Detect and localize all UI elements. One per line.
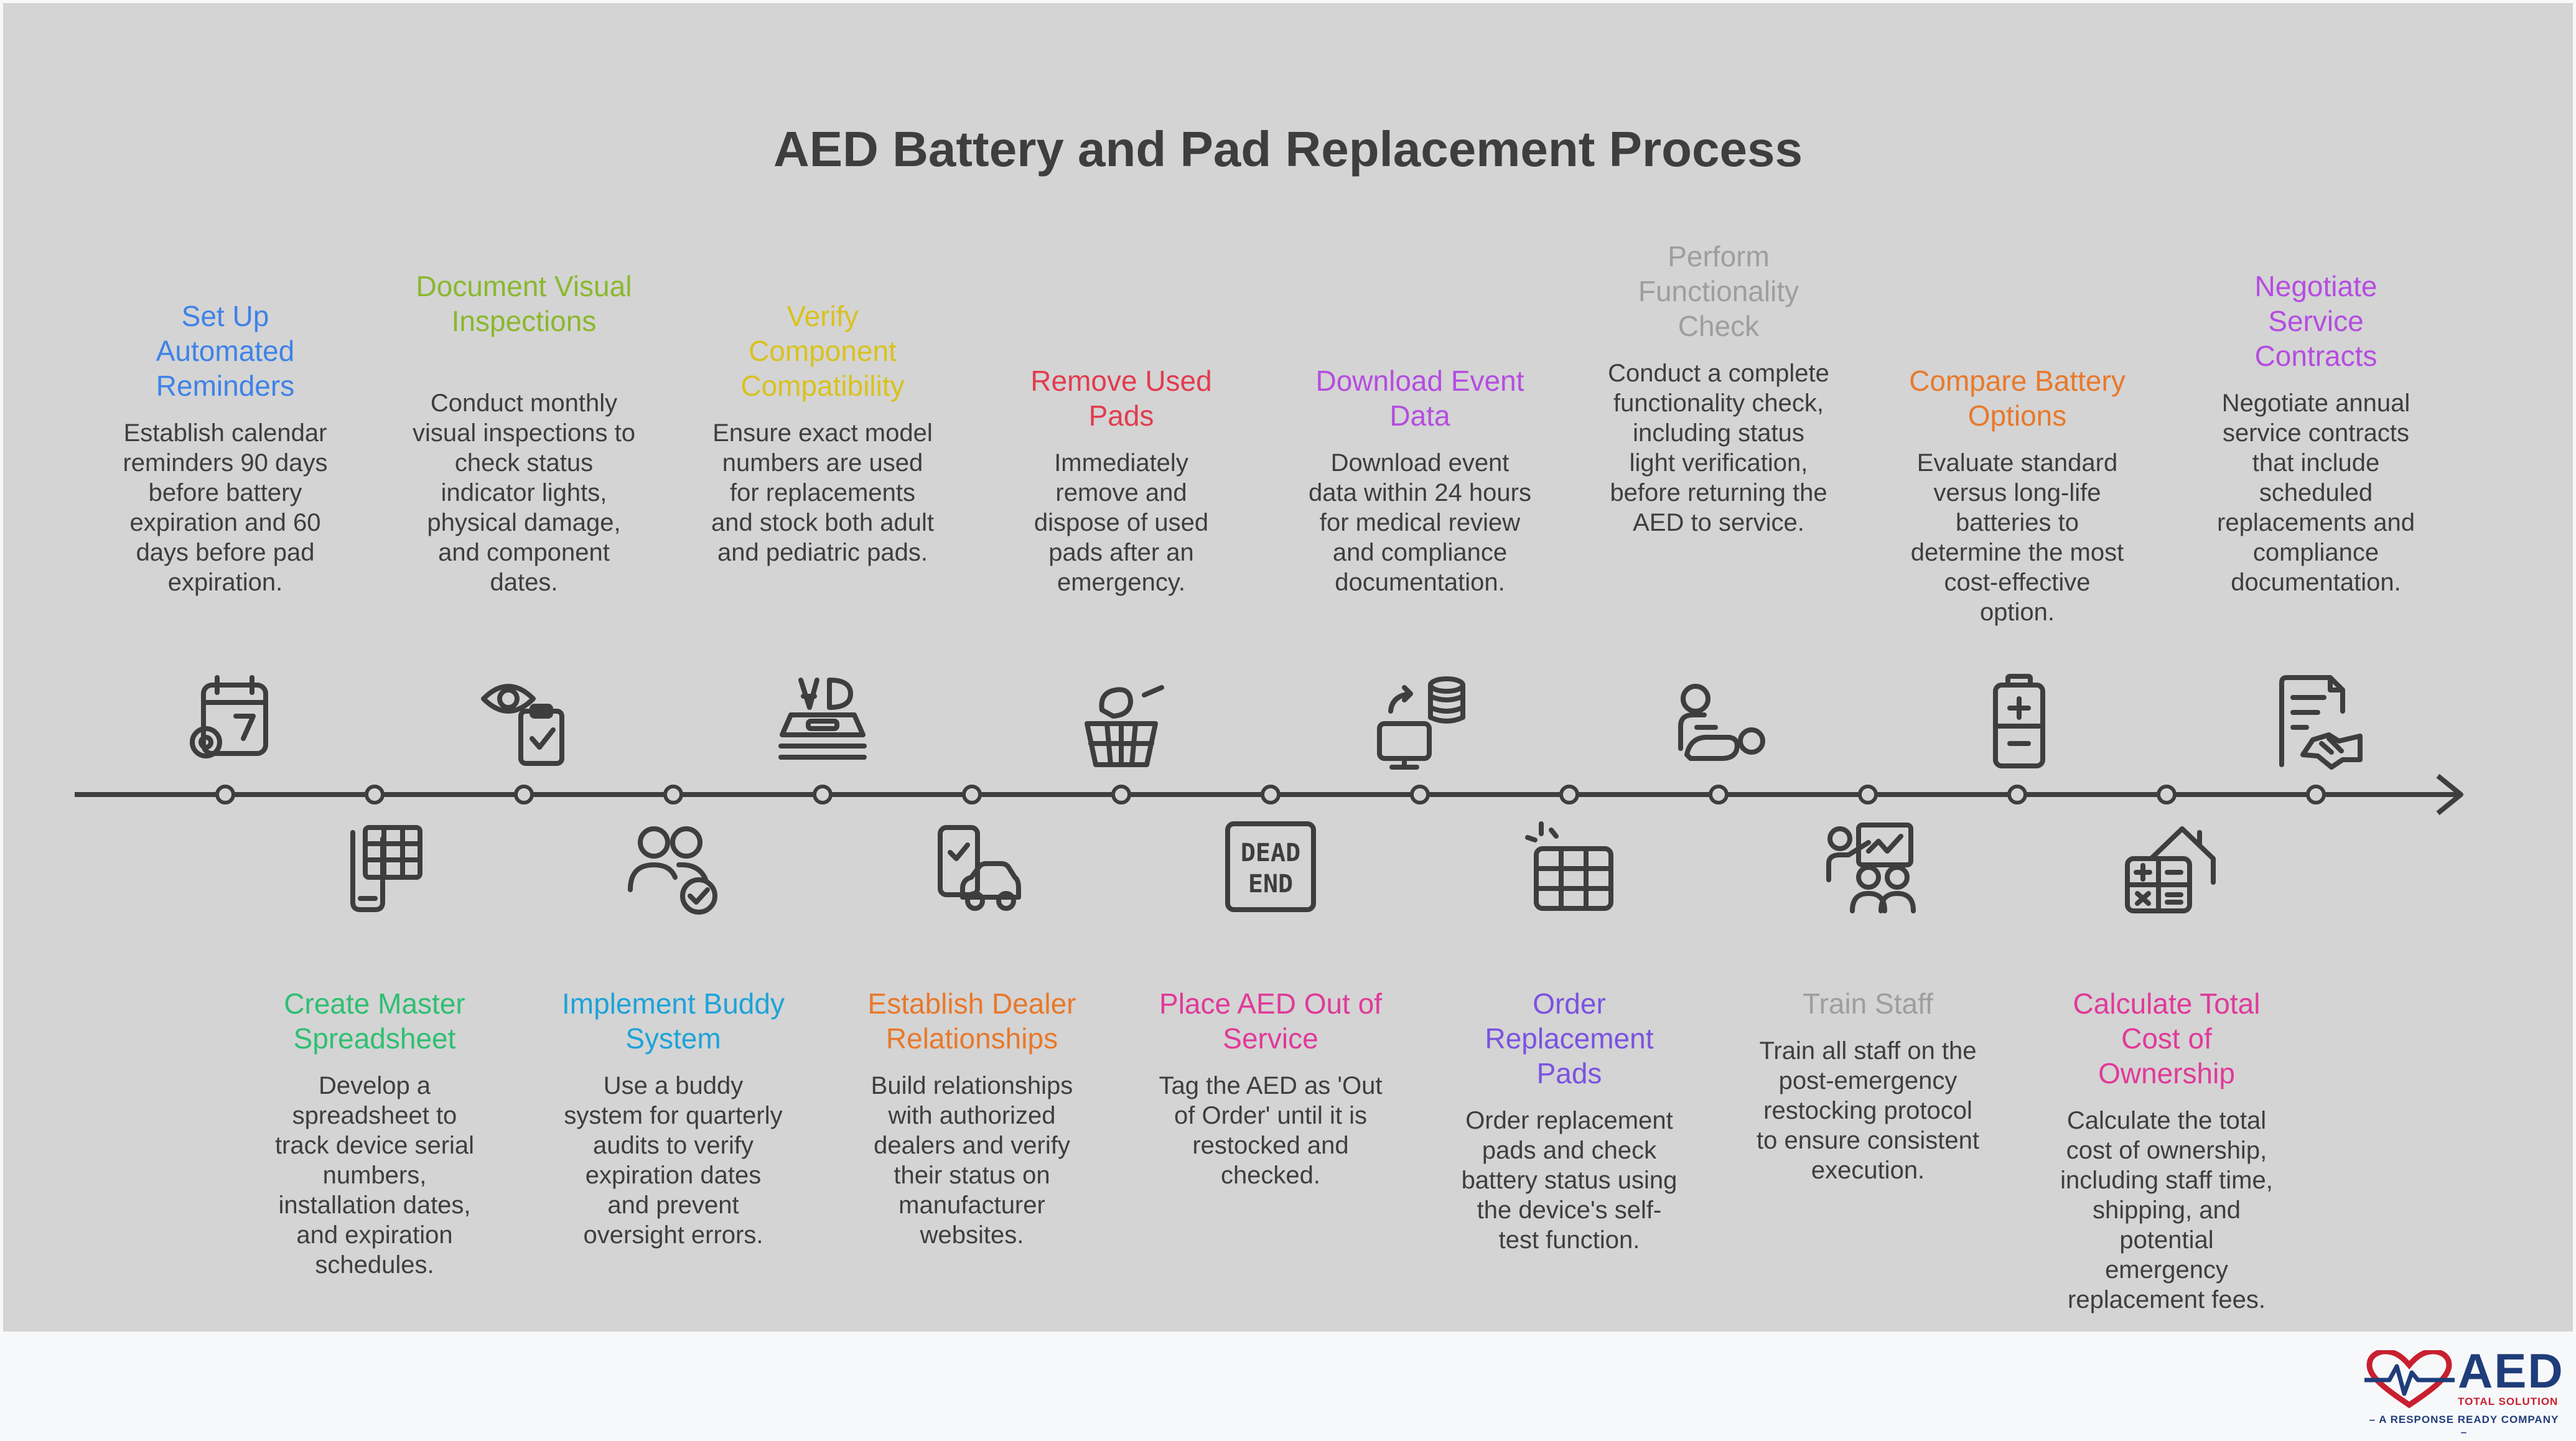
battery-icon (1993, 674, 2045, 768)
step-heading: Order Replacement Pads (1485, 987, 1654, 1089)
step-heading: Verify Component Compatibility (740, 300, 905, 402)
trash-basket-icon (1085, 685, 1164, 767)
step-heading: Perform Functionality Check (1638, 240, 1799, 342)
step-description: Negotiate annual service contracts that … (2217, 389, 2415, 596)
step-heading: Train Staff (1803, 987, 1933, 1020)
step-description: Evaluate standard versus long-life batte… (1910, 449, 2124, 626)
timeline-node (962, 785, 982, 804)
timeline-node (2306, 785, 2326, 804)
step-heading: Compare Battery Options (1909, 365, 2126, 432)
company-logo: AED TOTAL SOLUTION – A RESPONSE READY CO… (2364, 1343, 2564, 1438)
step-description: Calculate the total cost of ownership, i… (2060, 1107, 2273, 1313)
timeline-node (1111, 785, 1131, 804)
logo-subtitle: TOTAL SOLUTION (2458, 1396, 2559, 1407)
step-description: Order replacement pads and check battery… (1461, 1107, 1678, 1254)
timeline-node (215, 785, 235, 804)
timeline-node (663, 785, 683, 804)
step-heading: Remove Used Pads (1030, 365, 1212, 432)
aed-device-icon (778, 678, 867, 760)
step-description: Tag the AED as 'Out of Order' until it i… (1159, 1072, 1383, 1189)
step-heading: Calculate Total Cost of Ownership (2073, 987, 2261, 1089)
timeline-node (2007, 785, 2027, 804)
timeline-node (1559, 785, 1579, 804)
logo-wordmark: AED (2458, 1343, 2564, 1398)
step-description: Develop a spreadsheet to track device se… (274, 1072, 475, 1279)
computer-database-icon (1377, 676, 1465, 770)
diagram-title: AED Battery and Pad Replacement Process (773, 121, 1803, 177)
timeline-node (514, 785, 534, 804)
step-heading: Establish Dealer Relationships (867, 987, 1076, 1055)
phone-car-icon (938, 825, 1021, 911)
svg-text:DEAD: DEAD (1241, 839, 1300, 867)
tablet-spreadsheet-icon (350, 825, 422, 912)
step-heading: Create Master Spreadsheet (284, 987, 465, 1055)
step-description: Conduct a complete functionality check, … (1608, 360, 1829, 536)
contract-handshake-icon (2279, 675, 2363, 770)
step-description: Ensure exact model numbers are used for … (711, 419, 935, 566)
step-heading: Document Visual Inspections (416, 270, 632, 337)
people-check-icon (628, 826, 717, 915)
step-description: Use a buddy system for quarterly audits … (564, 1072, 783, 1249)
timeline-node (1858, 785, 1878, 804)
svg-text:END: END (1248, 870, 1293, 898)
calendar-gear-icon (190, 675, 268, 758)
dead-end-sign-icon: DEAD END (1225, 821, 1316, 912)
person-check-icon (1678, 684, 1765, 761)
step-description: Build relationships with authorized deal… (870, 1072, 1073, 1249)
timeline-node (2157, 785, 2177, 804)
step-description: Immediately remove and dispose of used p… (1034, 449, 1209, 596)
grid-sparkle-icon (1525, 821, 1613, 911)
timeline-node (1261, 785, 1281, 804)
step-heading: Place AED Out of Service (1159, 987, 1382, 1055)
step-heading: Negotiate Service Contracts (2254, 270, 2378, 372)
heart-pulse-icon (2364, 1350, 2455, 1409)
timeline-node (813, 785, 833, 804)
timeline-node (1410, 785, 1430, 804)
step-description: Establish calendar reminders 90 days bef… (123, 419, 328, 596)
eye-clipboard-icon (481, 684, 564, 766)
logo-tagline: – A RESPONSE READY COMPANY – (2369, 1414, 2559, 1438)
timeline-arrowhead (2436, 773, 2463, 816)
step-description: Train all staff on the post-emergency re… (1757, 1037, 1979, 1184)
step-heading: Set Up Automated Reminders (156, 300, 295, 402)
diagram-panel (3, 3, 2573, 1331)
step-description: Conduct monthly visual inspections to ch… (413, 389, 635, 596)
timeline-node (1709, 785, 1729, 804)
timeline-node (365, 785, 385, 804)
teacher-board-icon (1826, 823, 1916, 913)
step-description: Download event data within 24 hours for … (1308, 449, 1531, 596)
step-heading: Implement Buddy System (562, 987, 785, 1055)
step-heading: Download Event Data (1315, 365, 1524, 432)
calculator-house-icon (2125, 826, 2216, 913)
